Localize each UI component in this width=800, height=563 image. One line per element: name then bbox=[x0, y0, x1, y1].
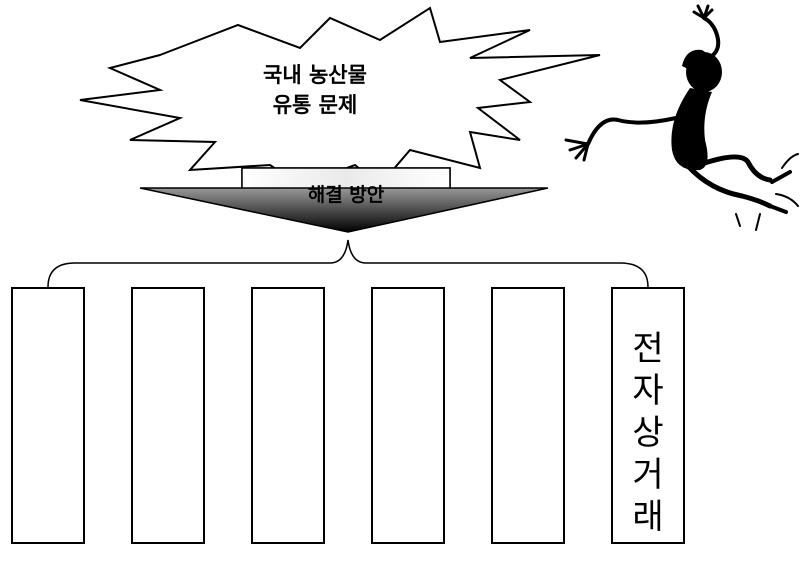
problem-title-line2: 유통 문제 bbox=[273, 93, 358, 117]
solution-column-5 bbox=[491, 287, 565, 544]
arrow-label: 해결 방안 bbox=[308, 184, 385, 206]
solution-column-4 bbox=[371, 287, 445, 544]
figure-lower-arm bbox=[586, 116, 678, 146]
stick-figure-illustration bbox=[564, 4, 799, 231]
solution-arrow: 해결 방안 bbox=[139, 167, 549, 233]
figure-motion-lines bbox=[735, 153, 799, 231]
arrow-label-bar bbox=[241, 167, 451, 189]
figure-leg-2 bbox=[685, 163, 773, 209]
problem-title-line1: 국내 농산물 bbox=[263, 63, 367, 87]
figure-leg-1 bbox=[693, 154, 773, 183]
burst-shape bbox=[79, 6, 601, 187]
figure-lower-hand bbox=[564, 138, 590, 162]
figure-head bbox=[686, 52, 722, 92]
figure-raised-hand bbox=[692, 4, 714, 20]
solution-column-1 bbox=[11, 287, 85, 544]
solution-column-2 bbox=[131, 287, 205, 544]
problem-burst: 국내 농산물 유통 문제 bbox=[79, 6, 601, 187]
figure-feet bbox=[768, 170, 792, 214]
solution-column-3 bbox=[251, 287, 325, 544]
figure-raised-arm bbox=[702, 16, 721, 58]
columns-bracket bbox=[47, 239, 649, 288]
solution-column-6 bbox=[611, 287, 685, 544]
figure-cap bbox=[682, 49, 708, 70]
figure-body bbox=[671, 88, 712, 171]
